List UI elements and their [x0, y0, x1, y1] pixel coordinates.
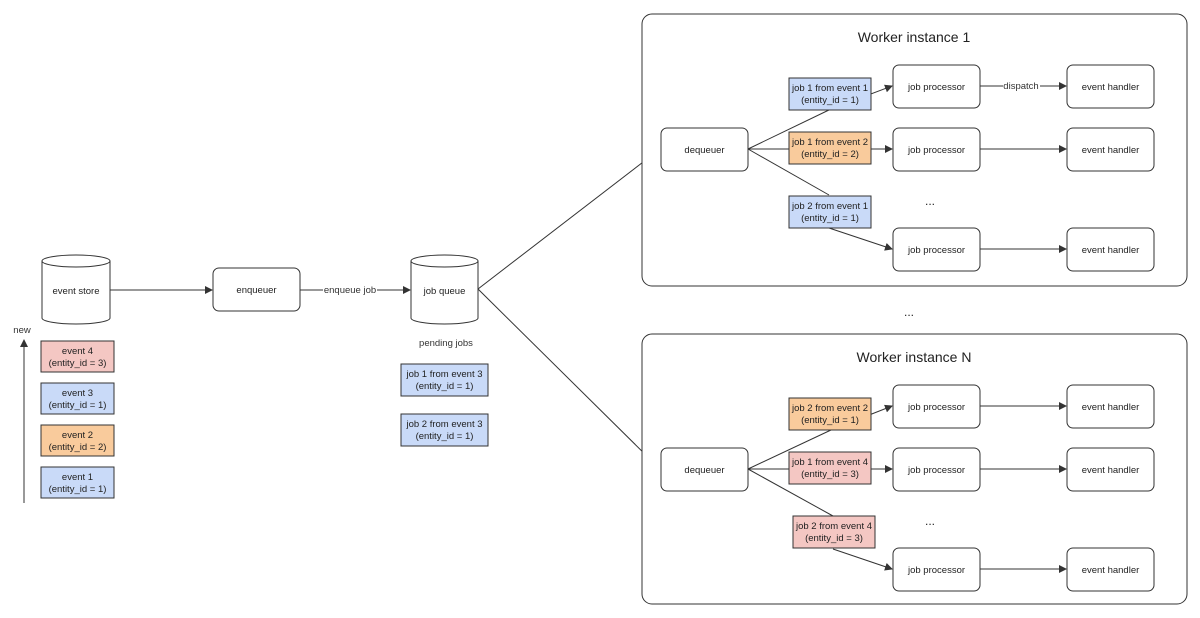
event-handler-node: [1066, 447, 1155, 492]
event-handler-label: event handler: [1082, 145, 1140, 156]
pending-job-list: job 1 from event 3 (entity_id = 1) job 2…: [400, 363, 489, 447]
job-entity: (entity_id = 1): [801, 415, 859, 426]
job-processor-label: job processor: [907, 565, 965, 576]
event-item: event 3 (entity_id = 1): [40, 382, 115, 415]
pending-job-name: job 1 from event 3: [405, 369, 482, 380]
enqueuer-node: enqueuer: [212, 267, 301, 312]
enqueuer-label: enqueuer: [236, 285, 276, 296]
job-name: job 2 from event 2: [791, 403, 868, 414]
event-entity: (entity_id = 2): [49, 442, 107, 453]
job-entity: (entity_id = 3): [801, 469, 859, 480]
edge-job-3-to-processor: [828, 227, 893, 251]
job-processor-label: job processor: [907, 145, 965, 156]
job-box: [788, 397, 872, 431]
job-name: job 2 from event 4: [795, 521, 872, 532]
event-name: event 2: [62, 430, 93, 441]
pending-job-item: job 1 from event 3 (entity_id = 1): [400, 363, 489, 397]
job-processor-label: job processor: [907, 82, 965, 93]
event-name: event 3: [62, 388, 93, 399]
edge-dequeuer-to-job-1: [747, 108, 832, 150]
pending-jobs-label: pending jobs: [419, 338, 473, 349]
job-name: job 1 from event 1: [791, 83, 868, 94]
event-item: event 4 (entity_id = 3): [40, 340, 115, 373]
workers-ellipsis: ...: [904, 305, 914, 319]
edge-dequeuer-to-job-1: [747, 429, 832, 470]
event-entity: (entity_id = 1): [49, 400, 107, 411]
job-entity: (entity_id = 1): [801, 213, 859, 224]
pending-job-entity: (entity_id = 1): [416, 431, 474, 442]
enqueue-job-label: enqueue job: [324, 285, 376, 296]
job-processor-label: job processor: [907, 245, 965, 256]
event-handler-node: [1066, 127, 1155, 172]
processor-ellipsis: ...: [925, 194, 935, 208]
event-item: event 2 (entity_id = 2): [40, 424, 115, 457]
event-box: [40, 466, 115, 499]
job-box: [788, 195, 872, 229]
event-handler-label: event handler: [1082, 465, 1140, 476]
event-store-node: event store: [41, 254, 111, 325]
job-box: [792, 515, 876, 549]
dispatch-label: dispatch: [1003, 81, 1038, 92]
pending-job-box: [400, 363, 489, 397]
edge-queue-to-worker-1: [477, 148, 661, 290]
event-box: [40, 340, 115, 373]
event-handler-label: event handler: [1082, 82, 1140, 93]
job-name: job 1 from event 4: [791, 457, 868, 468]
event-handler-label: event handler: [1082, 402, 1140, 413]
worker-instance-n: Worker instance N dequeuer job 2 from ev…: [641, 333, 1188, 605]
event-store-label: event store: [53, 286, 100, 297]
worker-instance-1: Worker instance 1 dequeuer job 1 from ev…: [641, 13, 1188, 287]
job-box: [788, 131, 872, 165]
job-processor-label: job processor: [907, 465, 965, 476]
event-name: event 4: [62, 346, 93, 357]
job-entity: (entity_id = 3): [805, 533, 863, 544]
event-list: event 4 (entity_id = 3) event 3 (entity_…: [40, 340, 115, 499]
pending-job-box: [400, 413, 489, 447]
event-handler-node: [1066, 547, 1155, 592]
pending-job-entity: (entity_id = 1): [416, 381, 474, 392]
event-handler-node: [1066, 64, 1155, 109]
dequeuer-label: dequeuer: [684, 145, 724, 156]
event-item: event 1 (entity_id = 1): [40, 466, 115, 499]
job-name: job 1 from event 2: [791, 137, 868, 148]
event-box: [40, 424, 115, 457]
edge-queue-to-worker-n: [477, 288, 661, 470]
edge-dequeuer-to-job-3: [747, 148, 830, 196]
job-entity: (entity_id = 1): [801, 95, 859, 106]
edge-dequeuer-to-job-3: [747, 468, 834, 517]
worker-title: Worker instance 1: [858, 29, 971, 45]
event-box: [40, 382, 115, 415]
job-box: [788, 77, 872, 111]
event-handler-label: event handler: [1082, 245, 1140, 256]
event-handler-label: event handler: [1082, 565, 1140, 576]
event-handler-node: [1066, 384, 1155, 429]
event-entity: (entity_id = 1): [49, 484, 107, 495]
job-processor-label: job processor: [907, 402, 965, 413]
edge-job-3-to-processor: [832, 548, 893, 571]
event-entity: (entity_id = 3): [49, 358, 107, 369]
job-box: [788, 451, 872, 485]
worker-title: Worker instance N: [857, 349, 972, 365]
pending-job-item: job 2 from event 3 (entity_id = 1): [400, 413, 489, 447]
job-entity: (entity_id = 2): [801, 149, 859, 160]
new-label: new: [13, 325, 31, 336]
processor-ellipsis: ...: [925, 514, 935, 528]
job-queue-label: job queue: [423, 286, 466, 297]
dequeuer-label: dequeuer: [684, 465, 724, 476]
job-name: job 2 from event 1: [791, 201, 868, 212]
job-queue-node: job queue: [410, 254, 479, 325]
pending-job-name: job 2 from event 3: [405, 419, 482, 430]
event-handler-node: [1066, 227, 1155, 272]
event-name: event 1: [62, 472, 93, 483]
